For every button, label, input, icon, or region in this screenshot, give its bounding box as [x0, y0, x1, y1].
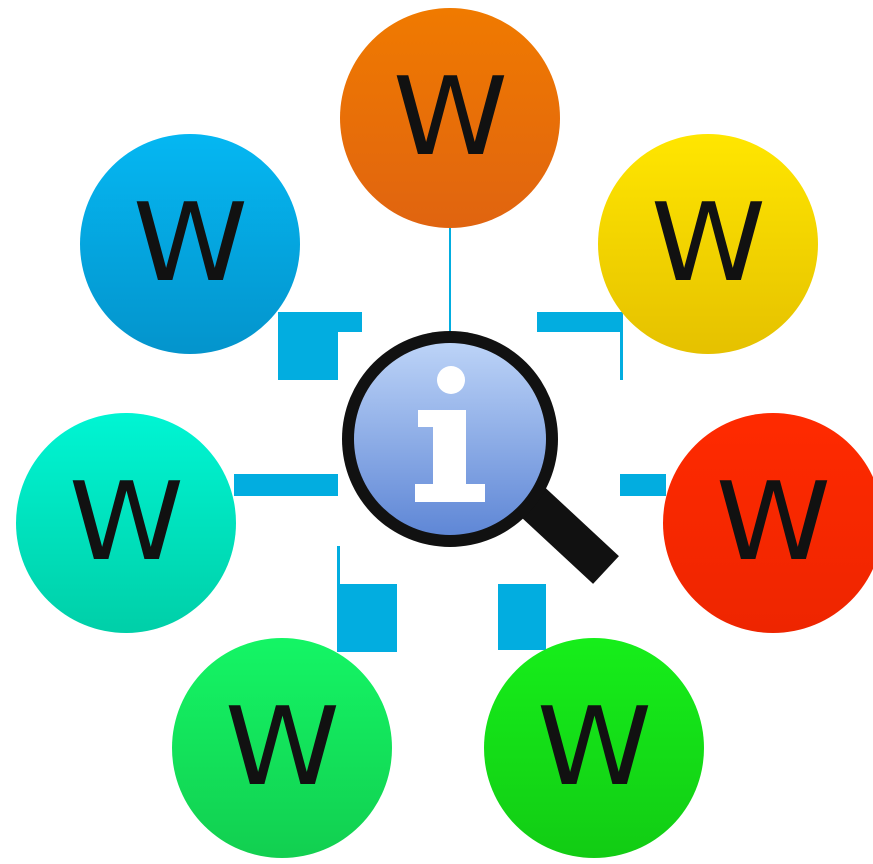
- connector-left: [234, 474, 338, 496]
- node-right-label: W: [715, 460, 831, 585]
- node-left-label: W: [68, 460, 184, 585]
- node-right: W: [663, 413, 873, 633]
- node-bottom-left: W: [172, 638, 392, 858]
- node-top-left-label: W: [132, 181, 248, 306]
- connector-bottom-right: [498, 584, 546, 650]
- node-top-right-label: W: [650, 181, 766, 306]
- node-bottom-right: W: [484, 638, 704, 858]
- magnifier-info-icon: [342, 331, 619, 584]
- info-glyph: [415, 366, 485, 502]
- node-bottom-right-label: W: [536, 685, 652, 810]
- connector-top-right: [537, 312, 623, 380]
- node-left: W: [16, 413, 236, 633]
- connector-right: [620, 474, 666, 496]
- magnifier-handle: [509, 478, 619, 584]
- connector-bottom-left: [337, 546, 397, 652]
- node-top-right: W: [598, 134, 818, 354]
- node-bottom-left-label: W: [224, 685, 340, 810]
- node-top-left: W: [80, 134, 300, 354]
- connector-top-left: [278, 312, 362, 380]
- node-top: W: [340, 8, 560, 228]
- node-top-label: W: [392, 55, 508, 180]
